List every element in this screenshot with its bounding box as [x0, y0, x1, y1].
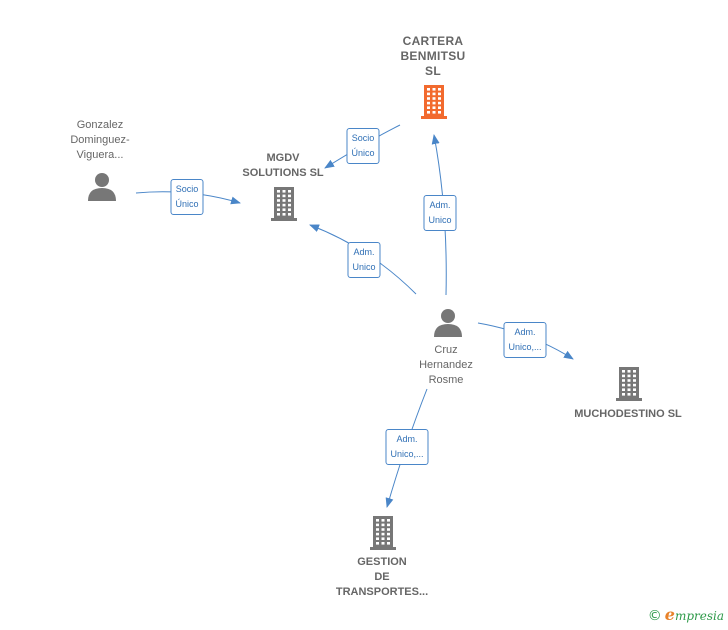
- edge-label-cruz-gestion[interactable]: Adm. Unico,...: [385, 429, 429, 465]
- node-label-line: Rosme: [428, 374, 464, 386]
- brand-name: mpresia: [674, 609, 724, 623]
- building-icon[interactable]: [421, 85, 447, 119]
- edge-label-gonzalez-mgdv[interactable]: Socio Único: [170, 179, 204, 215]
- node-label-gonzalez[interactable]: Gonzalez Dominguez- Viguera...: [70, 118, 129, 163]
- edge-label-line: Adm.: [514, 327, 536, 337]
- node-label-line: Cruz: [434, 344, 458, 356]
- edge-label-cruz-cartera[interactable]: Adm. Unico: [423, 195, 457, 231]
- node-label-line: MUCHODESTINO SL: [574, 408, 682, 420]
- node-label-line: TRANSPORTES...: [335, 586, 429, 598]
- edge-label-line: Unico: [352, 262, 376, 272]
- edge-label-cruz-mgdv[interactable]: Adm. Unico: [347, 242, 381, 278]
- edge-label-line: Adm.: [429, 200, 451, 210]
- node-label-line: MGDV: [266, 152, 300, 164]
- building-icon[interactable]: [370, 516, 396, 550]
- building-icon[interactable]: [271, 187, 297, 221]
- node-label-gestion[interactable]: GESTION DE TRANSPORTES...: [336, 555, 428, 600]
- node-label-cruz[interactable]: Cruz Hernandez Rosme: [419, 343, 473, 388]
- edge-label-cruz-muchodestino[interactable]: Adm. Unico,...: [503, 322, 547, 358]
- node-label-line: CARTERA: [402, 34, 464, 48]
- person-icon[interactable]: [434, 309, 462, 337]
- edge-label-line: Socio: [175, 184, 199, 194]
- edge-label-line: Adm.: [396, 434, 418, 444]
- edge-label-line: Unico,...: [390, 449, 424, 459]
- edge-label-line: Socio: [351, 133, 375, 143]
- node-label-line: Viguera...: [76, 149, 124, 161]
- node-label-line: BENMITSU: [400, 49, 466, 63]
- brand-initial: e: [664, 605, 675, 624]
- node-label-line: Gonzalez: [76, 119, 124, 131]
- edge-label-line: Unico: [428, 215, 452, 225]
- edge-label-cartera-mgdv[interactable]: Socio Único: [346, 128, 380, 164]
- node-label-line: DE: [374, 571, 390, 583]
- edge-label-line: Único: [175, 199, 199, 209]
- node-label-muchodestino[interactable]: MUCHODESTINO SL: [574, 407, 682, 422]
- node-label-line: GESTION: [357, 556, 407, 568]
- edge-label-line: Unico,...: [508, 342, 542, 352]
- node-label-line: Dominguez-: [70, 134, 130, 146]
- building-icon[interactable]: [616, 367, 642, 401]
- node-label-line: SL: [425, 64, 441, 78]
- node-label-line: Hernandez: [419, 359, 473, 371]
- person-icon[interactable]: [88, 173, 116, 201]
- node-label-cartera[interactable]: CARTERA BENMITSU SL: [400, 34, 465, 79]
- brand-logo: ©empresia: [648, 605, 724, 624]
- edge-label-line: Único: [351, 148, 375, 158]
- node-label-mgdv[interactable]: MGDV SOLUTIONS SL: [242, 151, 323, 181]
- edge-label-line: Adm.: [353, 247, 375, 257]
- copyright-icon: ©: [647, 608, 662, 624]
- node-label-line: SOLUTIONS SL: [242, 167, 324, 179]
